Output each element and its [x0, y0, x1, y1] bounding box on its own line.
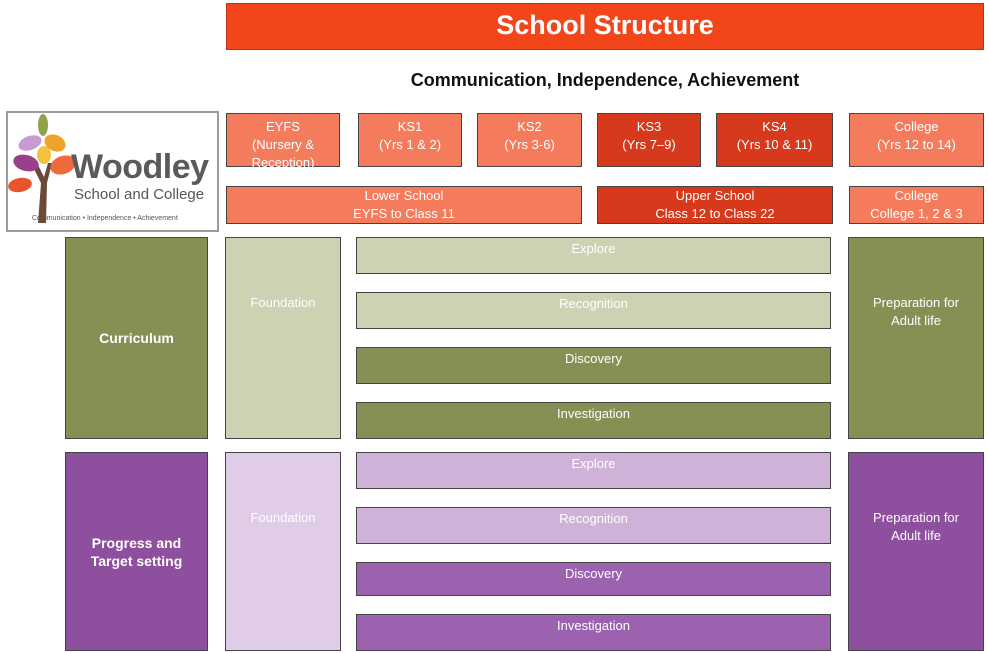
- curriculum-foundation: Foundation: [225, 237, 341, 439]
- progress-foundation: Foundation: [225, 452, 341, 651]
- stage-college: College (Yrs 12 to 14): [849, 113, 984, 167]
- progress-discovery: Discovery: [356, 562, 831, 596]
- curriculum-adult-life: Preparation for Adult life: [848, 237, 984, 439]
- logo-subtitle: School and College: [74, 186, 205, 203]
- stage-eyfs: EYFS (Nursery & Reception): [226, 113, 340, 170]
- page-title: School Structure: [226, 3, 984, 50]
- stage-ks3: KS3 (Yrs 7–9): [597, 113, 701, 167]
- progress-recognition: Recognition: [356, 507, 831, 544]
- stage-ks1: KS1 (Yrs 1 & 2): [358, 113, 462, 167]
- page-subtitle: Communication, Independence, Achievement: [410, 70, 800, 90]
- logo-name: Woodley: [71, 148, 209, 186]
- curriculum-investigation: Investigation: [356, 402, 831, 439]
- group-college: College College 1, 2 & 3: [849, 186, 984, 224]
- stage-ks2: KS2 (Yrs 3-6): [477, 113, 582, 167]
- school-logo: Woodley School and College Communication…: [6, 111, 219, 232]
- curriculum-recognition: Recognition: [356, 292, 831, 329]
- logo-tagline: Communication • Independence • Achieveme…: [32, 215, 178, 222]
- group-lower-school: Lower School EYFS to Class 11: [226, 186, 582, 224]
- tree-leaves-icon: [8, 114, 76, 223]
- progress-label: Progress and Target setting: [65, 452, 208, 651]
- progress-adult-life: Preparation for Adult life: [848, 452, 984, 651]
- group-upper-school: Upper School Class 12 to Class 22: [597, 186, 833, 224]
- curriculum-discovery: Discovery: [356, 347, 831, 384]
- curriculum-label: Curriculum: [65, 237, 208, 439]
- progress-explore: Explore: [356, 452, 831, 489]
- curriculum-explore: Explore: [356, 237, 831, 274]
- stage-ks4: KS4 (Yrs 10 & 11): [716, 113, 833, 167]
- progress-investigation: Investigation: [356, 614, 831, 651]
